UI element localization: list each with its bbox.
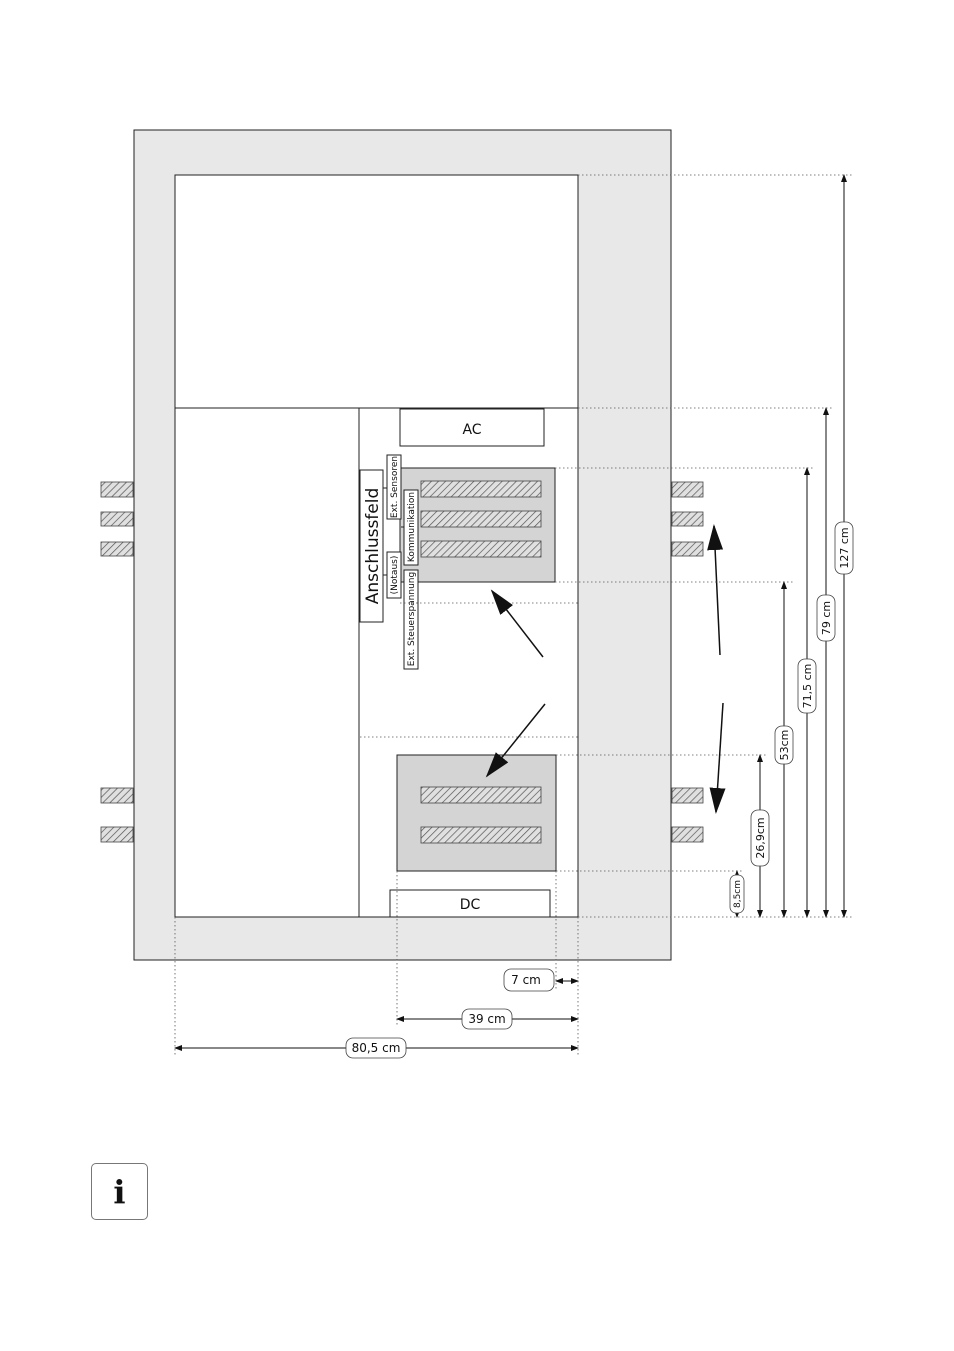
dim-text-53: 53cm	[778, 730, 791, 761]
vent-slot-right	[671, 826, 704, 843]
vent-slot-right	[671, 481, 704, 498]
notaus-label: (Notaus)	[390, 556, 400, 595]
ext-sensoren-label: Ext. Sensoren	[390, 456, 400, 518]
vent-slot-left	[100, 787, 134, 804]
dim-text-7: 7 cm	[511, 973, 541, 987]
upper-module-slot	[420, 480, 542, 498]
dim-text-71-5: 71,5 cm	[801, 664, 814, 709]
dim-label-7: 7 cm	[503, 968, 555, 992]
airflow-arrow	[490, 589, 544, 658]
dim-text-80-5: 80,5 cm	[352, 1041, 401, 1055]
dim-label-39: 39 cm	[461, 1008, 513, 1030]
dim-label-80-5: 80,5 cm	[345, 1037, 407, 1059]
kommunikation-label: Kommunikation	[407, 492, 417, 562]
dim-text-26-9: 26,9cm	[754, 817, 767, 858]
dim-text-8-5: 8,5cm	[733, 880, 743, 908]
ac-label: AC	[462, 422, 481, 438]
vent-slot-right	[671, 541, 704, 557]
ext-sensoren-box	[386, 454, 402, 520]
lower-module-slot	[420, 786, 542, 804]
dc-box	[389, 889, 551, 918]
vertical-dimensions	[734, 174, 847, 918]
vent-slot-right	[671, 511, 704, 527]
dim-text-39: 39 cm	[468, 1012, 505, 1026]
upper-module-slot	[420, 510, 542, 528]
upper-module-slot	[420, 540, 542, 558]
dim-label-53: 53cm	[774, 725, 794, 765]
dim-text-79: 79 cm	[820, 601, 833, 635]
vent-slot-left	[100, 541, 134, 557]
ext-steuerspannung-label: Ext. Steuerspannung	[407, 572, 417, 666]
vent-slot-left	[100, 826, 134, 843]
dim-label-8-5: 8,5cm	[729, 874, 745, 914]
vent-slot-right	[671, 787, 704, 804]
lower-module-slot	[420, 826, 542, 844]
anschlussfeld-label: Anschlussfeld	[363, 488, 383, 605]
airflow-arrow	[709, 702, 726, 814]
airflow-arrow	[707, 524, 724, 656]
dim-text-127: 127 cm	[838, 527, 851, 568]
vent-slot-left	[100, 481, 134, 498]
ext-steuerspannung-box	[403, 569, 419, 670]
dim-label-71-5: 71,5 cm	[797, 658, 817, 714]
anschlussfeld-box	[359, 469, 384, 623]
dc-label: DC	[460, 897, 481, 913]
dim-label-26-9: 26,9cm	[750, 809, 770, 867]
dim-label-127: 127 cm	[834, 521, 854, 575]
info-icon: i	[91, 1163, 148, 1220]
ac-box	[399, 408, 545, 447]
lower-module	[396, 754, 557, 872]
info-glyph: i	[113, 1172, 126, 1211]
dim-label-79: 79 cm	[816, 594, 836, 642]
vent-slot-left	[100, 511, 134, 527]
airflow-arrow	[485, 703, 546, 778]
